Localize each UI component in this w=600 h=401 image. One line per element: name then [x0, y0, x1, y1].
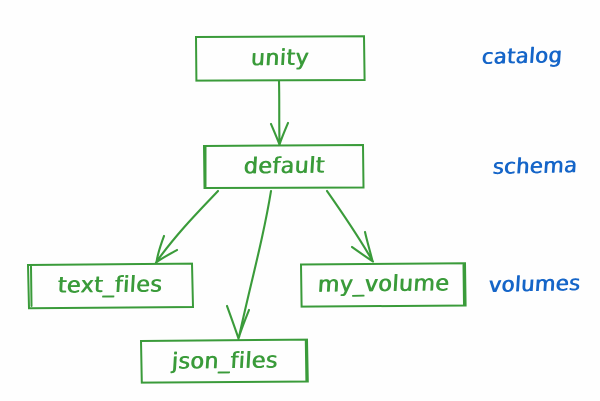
box-outline-text_files: [26, 262, 195, 310]
node-label-json-files: json_files: [170, 347, 279, 375]
edge-default-json_files: [225, 189, 273, 340]
node-label-unity: unity: [250, 45, 311, 72]
level-label-volumes: volumes: [488, 271, 582, 297]
level-label-catalog: catalog: [481, 43, 564, 69]
edge-unity-default: [269, 79, 290, 146]
node-json-files[interactable]: json_files: [141, 339, 308, 383]
level-label-schema: schema: [492, 153, 579, 179]
node-my-volume[interactable]: my_volume: [301, 263, 466, 306]
node-label-my-volume: my_volume: [316, 271, 451, 298]
node-unity[interactable]: unity: [196, 36, 365, 81]
box-outline-default: [202, 143, 365, 190]
edge-default-text_files: [154, 189, 220, 264]
box-outline-unity: [194, 35, 366, 82]
node-label-text-files: text_files: [57, 272, 164, 299]
box-outline-json_files: [139, 338, 309, 384]
node-label-default: default: [242, 153, 326, 180]
node-text-files[interactable]: text_files: [28, 263, 193, 308]
box-outline-my_volume: [299, 262, 467, 308]
node-default[interactable]: default: [204, 145, 364, 188]
edge-default-my_volume: [325, 189, 375, 263]
